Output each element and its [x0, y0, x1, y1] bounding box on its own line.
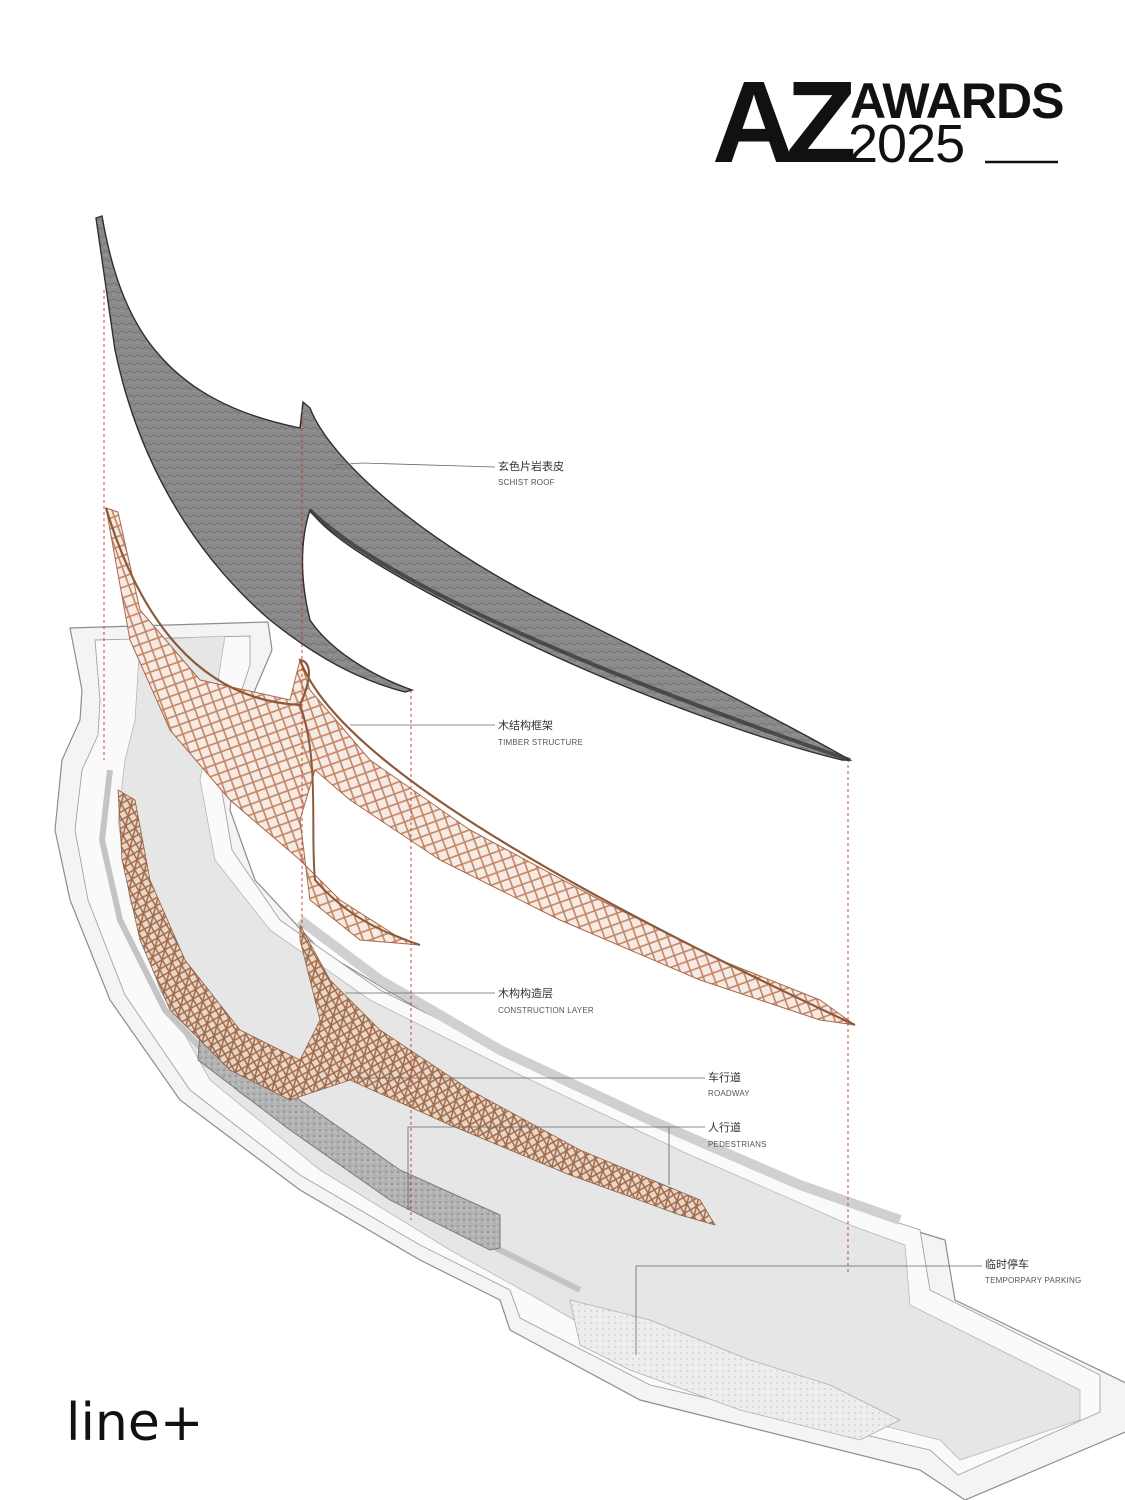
timber-edge-beam — [104, 507, 856, 1026]
az-awards-logo: AZ AWARDS 2025 — [712, 57, 1064, 187]
parking-paving — [569, 1299, 901, 1441]
label-timber-structure-cn: 木结构框架 — [498, 718, 553, 732]
label-pedestrians: 人行道 PEDESTRIANS — [407, 1120, 767, 1210]
schist-roof-edge — [308, 508, 851, 762]
alignment-guides — [103, 290, 849, 1275]
timber-structure — [104, 507, 856, 1026]
label-construction-layer-en: CONSTRUCTION LAYER — [498, 1006, 594, 1015]
brand-name-text: line+ — [66, 1393, 203, 1453]
timber-lattice-shell — [105, 507, 856, 1026]
line-plus-logo: line+ — [66, 1393, 203, 1453]
schist-roof — [95, 215, 853, 762]
label-construction-layer: 木构构造层 CONSTRUCTION LAYER — [345, 986, 594, 1015]
label-construction-layer-cn: 木构构造层 — [498, 986, 553, 1000]
label-roadway-en: ROADWAY — [708, 1089, 750, 1098]
logo-awards-text: AWARDS — [850, 73, 1063, 129]
logo-year-text: 2025 — [848, 114, 964, 174]
label-pedestrians-en: PEDESTRIANS — [708, 1140, 767, 1149]
pedestrian-edge-line-inner — [297, 916, 902, 1225]
timber-arch-beam — [299, 704, 421, 946]
label-schist-roof-cn: 玄色片岩表皮 — [498, 459, 564, 473]
label-pedestrians-cn: 人行道 — [708, 1120, 741, 1134]
label-roadway: 车行道 ROADWAY — [355, 1070, 750, 1098]
logo-az-text: AZ — [712, 57, 854, 187]
label-roadway-cn: 车行道 — [708, 1070, 741, 1084]
label-temporary-parking: 临时停车 TEMPORPARY PARKING — [635, 1257, 1081, 1355]
construction-layer-mesh-left — [117, 789, 716, 1226]
schist-roof-surface — [95, 215, 853, 761]
label-temporary-parking-en: TEMPORPARY PARKING — [985, 1276, 1081, 1285]
label-timber-structure-en: TIMBER STRUCTURE — [498, 738, 583, 747]
label-schist-roof-en: SCHIST ROOF — [498, 478, 555, 487]
construction-layer — [117, 789, 716, 1226]
label-schist-roof: 玄色片岩表皮 SCHIST ROOF — [334, 459, 564, 487]
label-temporary-parking-cn: 临时停车 — [985, 1257, 1029, 1271]
label-timber-structure: 木结构框架 TIMBER STRUCTURE — [350, 718, 583, 747]
